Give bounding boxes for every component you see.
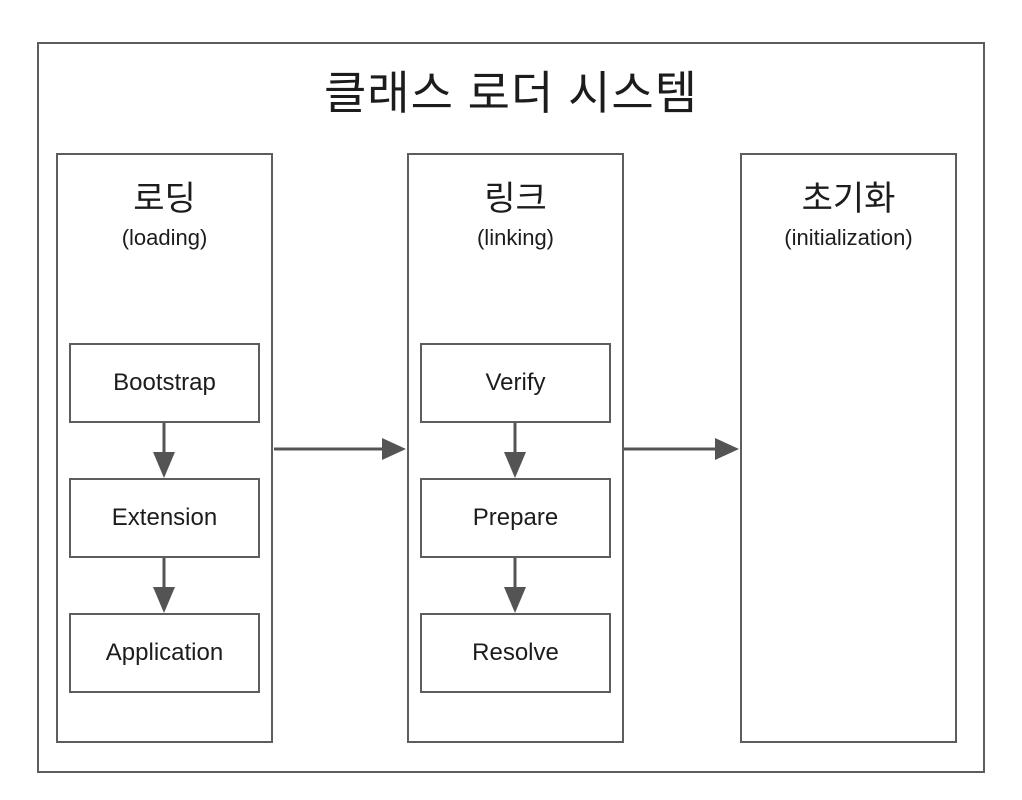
column-linking-header: 링크 (linking): [409, 155, 622, 253]
arrow-head: [504, 452, 526, 478]
column-loading-title-en: (loading): [121, 225, 208, 250]
arrow-verify-to-prepare-icon: [502, 423, 528, 478]
column-linking-title-ko: 링크: [484, 180, 547, 218]
node-bootstrap: Bootstrap: [69, 343, 260, 423]
column-loading-title-ko: 로딩: [133, 180, 196, 218]
column-linking-title-en: (linking): [476, 225, 555, 250]
arrow-shaft: [162, 423, 166, 453]
arrow-head: [153, 587, 175, 613]
column-loading-header: 로딩 (loading): [58, 155, 271, 253]
arrow-shaft: [624, 447, 719, 451]
arrow-prepare-to-resolve-icon: [502, 558, 528, 613]
arrow-shaft: [274, 447, 386, 451]
node-application: Application: [69, 613, 260, 693]
arrow-head: [504, 587, 526, 613]
arrow-head: [382, 438, 406, 460]
column-loading: 로딩 (loading) Bootstrap Extension Applica…: [56, 153, 273, 743]
arrow-head: [715, 438, 739, 460]
column-initialization: 초기화 (initialization): [740, 153, 957, 743]
column-initialization-title-ko: 초기화: [801, 180, 896, 218]
arrow-head: [153, 452, 175, 478]
diagram-title: 클래스 로더 시스템: [323, 67, 699, 119]
column-initialization-header: 초기화 (initialization): [742, 155, 955, 253]
node-extension: Extension: [69, 478, 260, 558]
node-prepare: Prepare: [420, 478, 611, 558]
column-initialization-title-en: (initialization): [784, 225, 913, 250]
node-resolve: Resolve: [420, 613, 611, 693]
arrow-loading-to-linking-icon: [274, 437, 406, 461]
arrow-linking-to-initialization-icon: [624, 437, 739, 461]
arrow-extension-to-application-icon: [151, 558, 177, 613]
arrow-shaft: [513, 558, 517, 588]
node-verify: Verify: [420, 343, 611, 423]
arrow-bootstrap-to-extension-icon: [151, 423, 177, 478]
arrow-shaft: [513, 423, 517, 453]
arrow-shaft: [162, 558, 166, 588]
